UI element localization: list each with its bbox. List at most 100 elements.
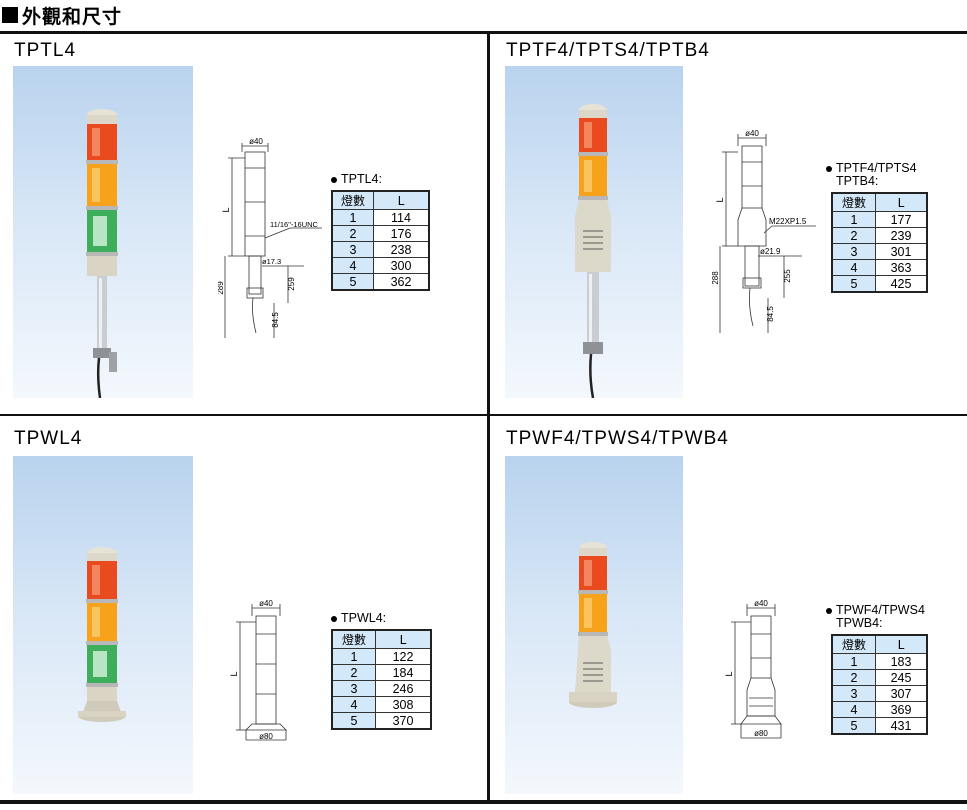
cell-count: 5 [831,717,876,735]
cell-count: 2 [831,669,876,686]
cell-count: 4 [331,696,376,713]
cell-l: 307 [875,685,928,702]
product-title-tpwf4: TPWF4/TPWS4/TPWB4 [506,428,729,449]
table-header-row: 燈數 L [331,190,430,210]
drawing-dim-d40: ø40 [259,599,273,608]
cell-l: 114 [373,209,430,226]
col-header-l: L [875,634,928,654]
product-photo-tptl4 [13,66,193,398]
cell-l: 370 [375,712,432,730]
product-title-tpwl4: TPWL4 [14,428,83,449]
col-header-count: 燈數 [331,629,376,649]
drawing-dim-l: L [221,207,231,212]
dimension-drawing-tpwl4: ø40 L ø80 [228,598,318,748]
cell-count: 4 [831,259,876,276]
cell-count: 2 [331,225,374,242]
cell-count: 4 [331,257,374,274]
cell-l: 239 [875,227,928,244]
drawing-dim-l: L [715,197,725,202]
cell-count: 5 [331,712,376,730]
square-bullet-icon [2,7,18,23]
col-header-count: 燈數 [831,192,876,212]
dimension-drawing-tpwf4: ø40 L ø80 [723,598,813,751]
drawing-dim-l: L [229,671,239,676]
cell-l: 177 [875,211,928,228]
spec-label-line1: TPTF4/TPTS4 [836,161,917,175]
cell-count: 3 [831,243,876,260]
drawing-dim-d40: ø40 [745,129,759,138]
drawing-dim-84-5: 84.5 [766,306,775,322]
spec-label: TPTL4: [341,172,382,186]
cell-l: 301 [875,243,928,260]
cell-count: 3 [331,241,374,258]
spec-label-line2: TPTB4: [836,174,879,188]
table-header-row: 燈數 L [831,634,928,654]
cell-count: 5 [331,273,374,291]
cell-count: 5 [831,275,876,293]
cell-l: 122 [375,648,432,665]
drawing-dim-84-5: 84.5 [271,312,280,328]
horizontal-divider [0,414,967,416]
cell-count: 3 [331,680,376,697]
cell-count: 2 [831,227,876,244]
drawing-dim-d21: ø21.9 [760,247,781,256]
cell-l: 246 [375,680,432,697]
bullet-icon [826,165,832,172]
spec-label-line2: TPWB4: [836,616,883,630]
bullet-icon [826,607,832,614]
col-header-l: L [373,190,430,210]
table-header-row: 燈數 L [331,629,432,649]
drawing-dim-d40: ø40 [249,138,263,146]
drawing-dim-255: 255 [783,269,792,283]
cell-count: 1 [831,653,876,670]
col-header-l: L [875,192,928,212]
cell-l: 184 [375,664,432,681]
cell-count: 3 [831,685,876,702]
spec-label: TPWL4: [341,611,387,625]
col-header-count: 燈數 [331,190,374,210]
cell-count: 1 [831,211,876,228]
drawing-dim-l: L [724,671,734,676]
bullet-icon [331,615,337,622]
cell-count: 1 [331,209,374,226]
product-photo-tptf4 [505,66,683,398]
drawing-dim-d40: ø40 [754,599,768,608]
top-rule [0,31,967,34]
table-header-row: 燈數 L [831,192,928,212]
col-header-l: L [375,629,432,649]
cell-l: 431 [875,717,928,735]
section-header: 外觀和尺寸 [2,0,122,30]
vertical-divider [487,34,490,800]
bottom-rule [0,800,967,804]
cell-count: 4 [831,701,876,718]
drawing-thread-spec: M22XP1.5 [769,217,807,226]
cell-l: 238 [373,241,430,258]
drawing-dim-d17: ø17.3 [262,257,281,266]
product-photo-tpwf4 [505,456,683,794]
product-title-tptf4: TPTF4/TPTS4/TPTB4 [506,40,710,61]
spec-label-line1: TPWF4/TPWS4 [836,603,925,617]
cell-l: 425 [875,275,928,293]
